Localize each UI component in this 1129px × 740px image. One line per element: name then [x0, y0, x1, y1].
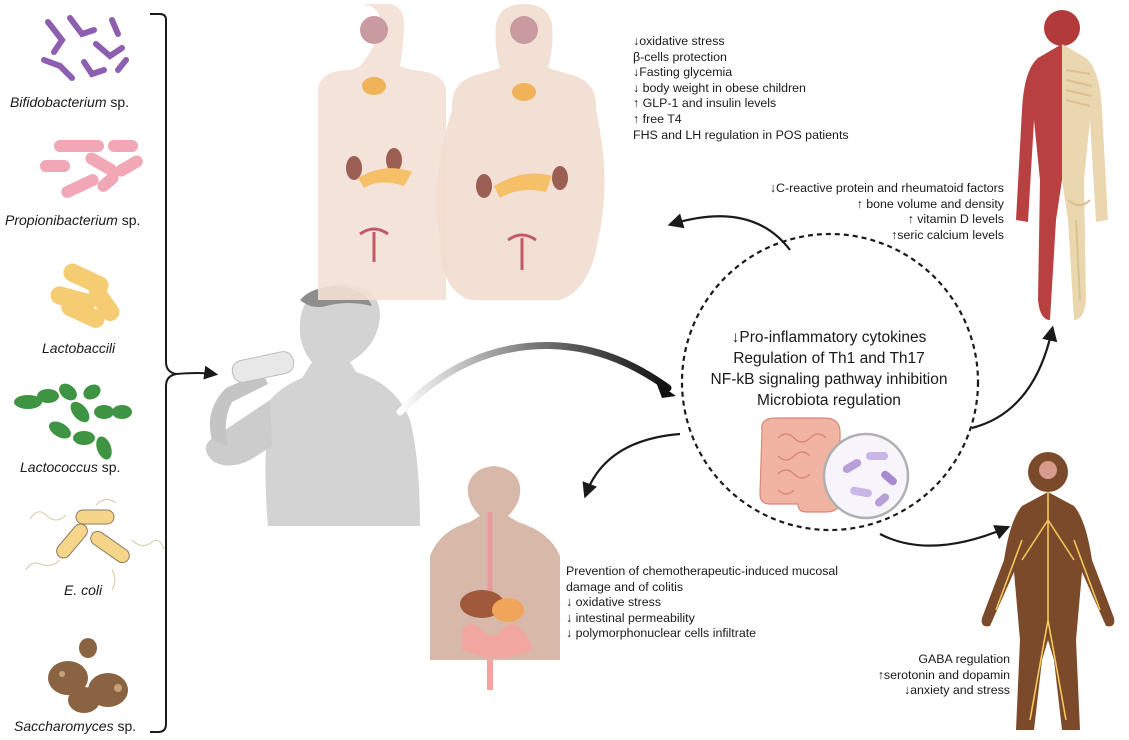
nervous-effect-item: ↓anxiety and stress [830, 683, 1010, 699]
gut-effect-item: ↓ intestinal permeability [566, 611, 838, 627]
endocrine-effect-item: ↑ GLP-1 and insulin levels [633, 96, 849, 112]
lactobacilli-illustration [48, 261, 122, 331]
e-coli-illustration [26, 499, 164, 590]
musculoskeletal-effect-item: ↑seric calcium levels [726, 228, 1004, 244]
probiotic-label-lactobacilli: Lactobaccili [42, 340, 115, 356]
musculoskeletal-effects-list: ↓C-reactive protein and rheumatoid facto… [726, 181, 1004, 243]
musculoskeletal-effect-item: ↑ bone volume and density [726, 197, 1004, 213]
bifidobacterium-illustration [44, 18, 126, 78]
gut-effect-item: ↓ polymorphonuclear cells infiltrate [566, 626, 838, 642]
gut-effect-item: damage and of colitis [566, 580, 838, 596]
lactococcus-illustration [14, 380, 132, 461]
probiotics-bracket [150, 14, 176, 732]
saccharomyces-illustration [48, 638, 128, 713]
probiotic-label-bifidobacterium: Bifidobacterium sp. [10, 94, 129, 110]
gut-effect-item: Prevention of chemotherapeutic-induced m… [566, 564, 838, 580]
central-mechanism-item: Microbiota regulation [664, 390, 994, 411]
circle-to-gut-arrow [586, 434, 680, 494]
probiotic-label-lactococcus: Lactococcus sp. [20, 459, 120, 475]
central-mechanisms-list: ↓Pro-inflammatory cytokines Regulation o… [664, 327, 994, 411]
musculoskeletal-figure-illustration [1016, 10, 1108, 320]
person-to-circle-arrow [400, 346, 668, 412]
circle-to-nervous-arrow [880, 528, 1006, 546]
endocrine-effect-item: β-cells protection [633, 50, 849, 66]
propionibacterium-illustration [40, 140, 145, 200]
endocrine-effect-item: ↓Fasting glycemia [633, 65, 849, 81]
gut-effect-item: ↓ oxidative stress [566, 595, 838, 611]
probiotic-label-e-coli: E. coli [64, 582, 102, 598]
endocrine-effects-list: ↓oxidative stress β-cells protection ↓Fa… [633, 34, 849, 143]
endocrine-effect-item: ↑ free T4 [633, 112, 849, 128]
central-mechanism-item: Regulation of Th1 and Th17 [664, 348, 994, 369]
nervous-effect-item: GABA regulation [830, 652, 1010, 668]
microbiota-magnifier [824, 434, 908, 518]
endocrine-effect-item: ↓ body weight in obese children [633, 81, 849, 97]
drinking-person-illustration [206, 284, 420, 526]
musculoskeletal-effect-item: ↑ vitamin D levels [726, 212, 1004, 228]
central-mechanism-item: NF-kB signaling pathway inhibition [664, 369, 994, 390]
probiotic-label-propionibacterium: Propionibacterium sp. [5, 212, 140, 228]
endocrine-effect-item: FHS and LH regulation in POS patients [633, 128, 849, 144]
nervous-effect-item: ↑serotonin and dopamin [830, 668, 1010, 684]
gut-effects-list: Prevention of chemotherapeutic-induced m… [566, 564, 838, 642]
digestive-figure-illustration [430, 466, 560, 690]
bracket-to-person-arrow [176, 373, 214, 374]
endocrine-figures-illustration [318, 4, 605, 300]
nervous-effects-list: GABA regulation ↑serotonin and dopamin ↓… [830, 652, 1010, 699]
central-mechanism-item: ↓Pro-inflammatory cytokines [664, 327, 994, 348]
probiotic-label-saccharomyces: Saccharomyces sp. [14, 718, 136, 734]
musculoskeletal-effect-item: ↓C-reactive protein and rheumatoid facto… [726, 181, 1004, 197]
endocrine-effect-item: ↓oxidative stress [633, 34, 849, 50]
